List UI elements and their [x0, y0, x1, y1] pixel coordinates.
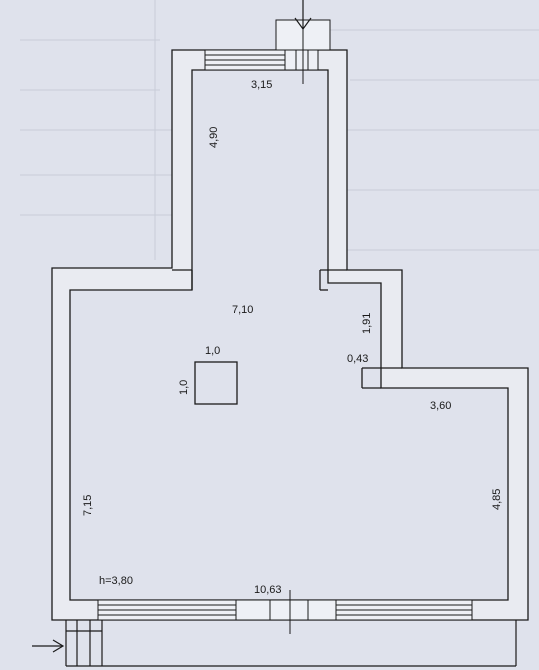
dim-notch-height: 1,91 — [361, 313, 373, 334]
column — [194, 361, 238, 405]
outer-walls — [51, 49, 529, 621]
dim-left-height: 7,15 — [82, 495, 94, 516]
bottom-window-right — [335, 599, 473, 621]
dim-column-width: 1,0 — [205, 345, 220, 357]
dim-column-height: 1,0 — [178, 380, 190, 395]
arrow-down-icon — [294, 0, 312, 31]
bottom-door — [235, 590, 337, 634]
dim-bottom-length: 10,63 — [254, 584, 282, 596]
dim-ceiling-height: h=3,80 — [99, 575, 133, 587]
dim-tower-height: 4,90 — [208, 127, 220, 148]
dim-notch-depth: 0,43 — [347, 353, 368, 365]
arrow-right-icon — [32, 639, 65, 653]
background-form-lines — [20, 0, 539, 260]
dim-right-height: 4,85 — [491, 489, 503, 510]
wall-returns — [172, 269, 402, 389]
dim-main-width: 7,10 — [232, 304, 253, 316]
dim-right-wing-width: 3,60 — [430, 400, 451, 412]
bottom-porch — [65, 620, 517, 667]
bottom-window-left — [97, 599, 237, 621]
top-window — [204, 49, 286, 71]
dim-top-width: 3,15 — [251, 79, 272, 91]
